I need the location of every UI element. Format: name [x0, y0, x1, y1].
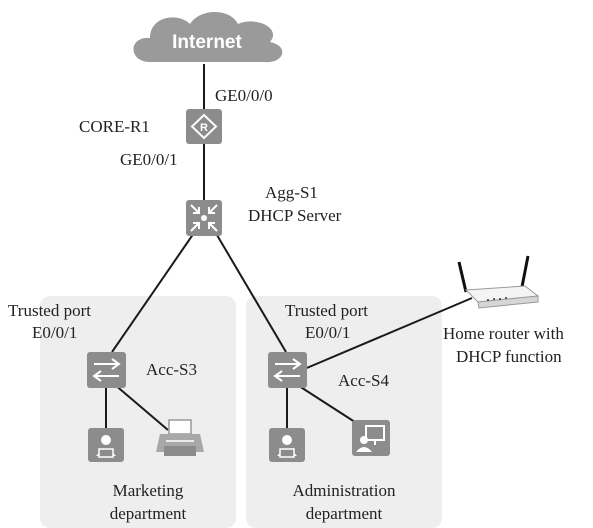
acc-s3-trusted-port: E0/0/1	[32, 323, 77, 342]
cloud-icon: Internet	[133, 12, 283, 63]
zone-marketing-line1: Marketing	[113, 481, 184, 500]
agg-switch-name: Agg-S1	[265, 183, 318, 202]
access-switch-icon	[268, 352, 307, 388]
core-router-name: CORE-R1	[79, 117, 150, 136]
link-agg-acc-s3	[111, 229, 197, 353]
internet-label: Internet	[172, 32, 242, 53]
home-router-label-line1: Home router with	[443, 324, 564, 343]
acc-s4-name: Acc-S4	[338, 371, 389, 390]
link-acc-s4-admin-pc	[295, 383, 359, 425]
link-acc-s4-home-router	[301, 297, 473, 371]
core-port-up: GE0/0/0	[215, 86, 273, 105]
zone-administration-line1: Administration	[293, 481, 396, 500]
router-icon: R	[186, 109, 222, 144]
zone-marketing-line2: department	[110, 504, 187, 523]
acc-s4-trusted-port: E0/0/1	[305, 323, 350, 342]
acc-s3-trusted-label: Trusted port	[8, 301, 91, 320]
home-router-label-line2: DHCP function	[456, 347, 562, 366]
link-acc-s3-printer	[113, 383, 169, 431]
access-switch-icon	[87, 352, 126, 388]
aggregation-switch-icon	[186, 200, 222, 236]
user-pc-icon	[88, 428, 124, 462]
wifi-router-icon	[457, 255, 540, 309]
agg-switch-role: DHCP Server	[248, 206, 342, 225]
admin-pc-icon	[352, 420, 390, 456]
printer-icon	[156, 419, 204, 456]
link-agg-acc-s4	[213, 229, 287, 353]
user-pc-icon	[269, 428, 305, 462]
core-port-down: GE0/0/1	[120, 150, 178, 169]
acc-s3-name: Acc-S3	[146, 360, 197, 379]
svg-text:R: R	[200, 122, 208, 134]
zone-administration-line2: department	[306, 504, 383, 523]
acc-s4-trusted-label: Trusted port	[285, 301, 368, 320]
